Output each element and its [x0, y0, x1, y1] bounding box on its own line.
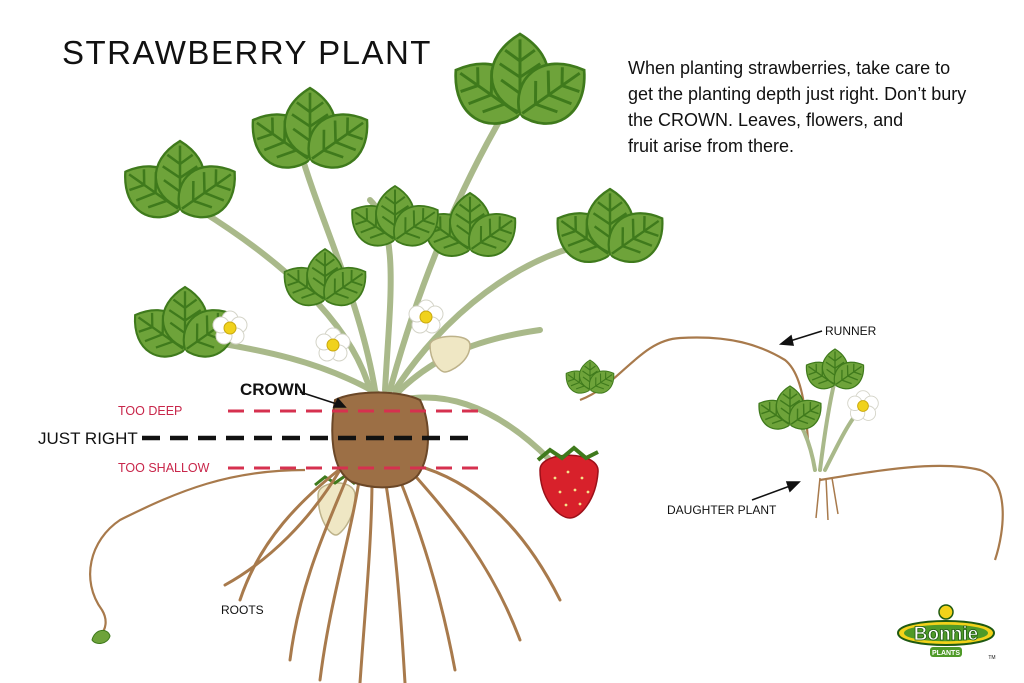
crown-arrow	[299, 391, 347, 408]
intro-line: get the planting depth just right. Don’t…	[628, 84, 967, 104]
intro-paragraph: When planting strawberries, take care to…	[628, 55, 1008, 159]
svg-text:TM: TM	[988, 655, 995, 661]
daughter-plant-arrow	[751, 481, 801, 501]
svg-text:Bonnie: Bonnie	[914, 624, 978, 645]
ripe-strawberry	[536, 445, 599, 519]
roots-label: ROOTS	[221, 603, 264, 617]
too-deep-label: TOO DEEP	[118, 404, 183, 418]
bonnie-plants-logo: Bonnie PLANTS TM	[896, 604, 996, 661]
roots	[223, 463, 562, 683]
intro-line: fruit arise from there.	[628, 136, 795, 156]
svg-text:PLANTS: PLANTS	[932, 650, 960, 657]
crown-label: CROWN	[240, 380, 307, 399]
intro-line: the CROWN. Leaves, flowers, and	[628, 110, 904, 130]
leaves	[111, 34, 675, 399]
runner-tip-leaf	[91, 630, 111, 644]
runner-stems	[89, 336, 1004, 636]
page-title: STRAWBERRY PLANT	[62, 34, 432, 71]
intro-line: When planting strawberries, take care to	[628, 58, 951, 78]
daughter-plant-label: DAUGHTER PLANT	[667, 503, 777, 517]
daughter-plant	[751, 349, 879, 521]
too-shallow-label: TOO SHALLOW	[118, 461, 210, 475]
runner-arrow	[778, 330, 823, 346]
runner-label: RUNNER	[825, 324, 877, 338]
just-right-label: JUST RIGHT	[38, 429, 138, 448]
